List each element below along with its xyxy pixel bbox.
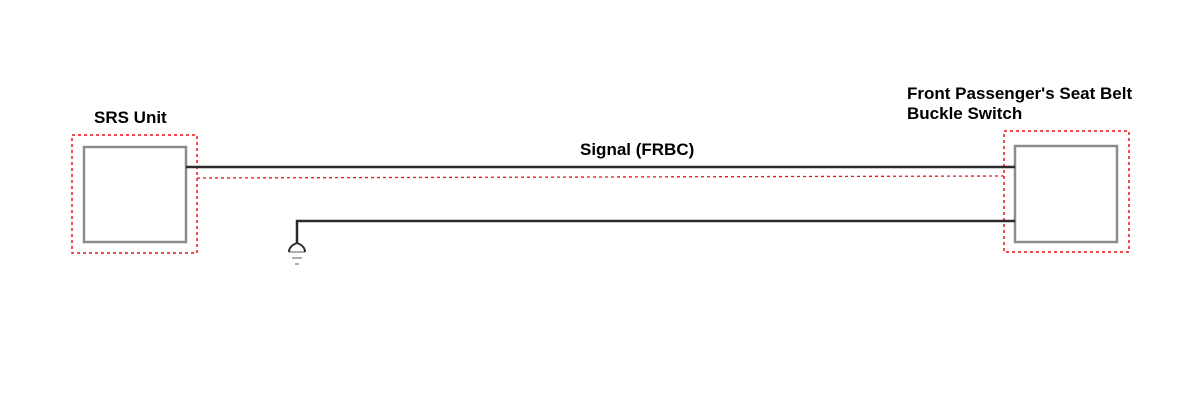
srs-unit-highlight: [71, 134, 198, 254]
signal-wire-highlight: [196, 175, 1005, 179]
ground-icon: [289, 251, 305, 265]
seat-belt-switch-label-line2: Buckle Switch: [907, 104, 1023, 123]
seat-belt-switch-highlight: [1003, 130, 1130, 253]
srs-unit-label: SRS Unit: [94, 108, 167, 127]
seat-belt-switch-label-line1: Front Passenger's Seat Belt: [907, 84, 1133, 103]
seat-belt-switch-box[interactable]: [1013, 144, 1119, 244]
ground-wire-end: [288, 242, 306, 253]
ground-wire[interactable]: [295, 219, 1015, 243]
signal-wire-label: Signal (FRBC): [580, 140, 695, 159]
srs-unit-box[interactable]: [82, 145, 188, 244]
